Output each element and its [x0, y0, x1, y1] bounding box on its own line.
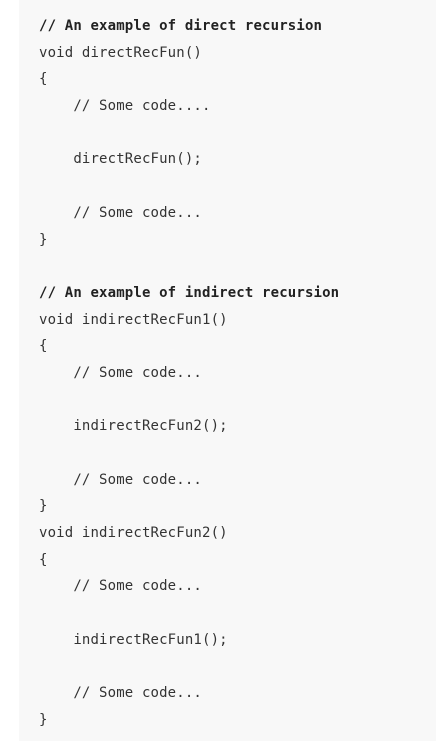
code-line: }	[39, 231, 48, 248]
code-line: {	[39, 338, 48, 355]
code-comment-heading: // An example of direct recursion	[39, 18, 323, 34]
code-line: void indirectRecFun2()	[39, 525, 228, 542]
code-line	[39, 173, 339, 200]
code-block: // An example of direct recursion void di…	[19, 0, 436, 741]
code-line: // Some code...	[39, 685, 202, 702]
code-line	[39, 654, 339, 681]
code-line: }	[39, 498, 48, 515]
code-line: }	[39, 711, 48, 728]
code-comment-heading: // An example of indirect recursion	[39, 284, 340, 301]
code-line: directRecFun();	[39, 151, 202, 168]
code-line: void directRecFun()	[39, 44, 202, 61]
code-line	[39, 253, 339, 280]
code-line	[39, 600, 339, 627]
code-line: // Some code...	[39, 578, 202, 595]
code-line	[39, 440, 339, 467]
code-line: {	[39, 71, 48, 88]
code-line: // Some code...	[39, 204, 202, 221]
code-lines: // An example of direct recursion void di…	[39, 13, 339, 734]
code-line	[39, 387, 339, 414]
code-line: indirectRecFun2();	[39, 418, 228, 435]
code-line: {	[39, 551, 48, 568]
code-line: indirectRecFun1();	[39, 631, 228, 648]
code-line: void indirectRecFun1()	[39, 311, 228, 328]
code-line: // Some code....	[39, 98, 211, 115]
code-line: // Some code...	[39, 364, 202, 381]
code-line: // Some code...	[39, 471, 202, 488]
code-line	[39, 120, 339, 147]
